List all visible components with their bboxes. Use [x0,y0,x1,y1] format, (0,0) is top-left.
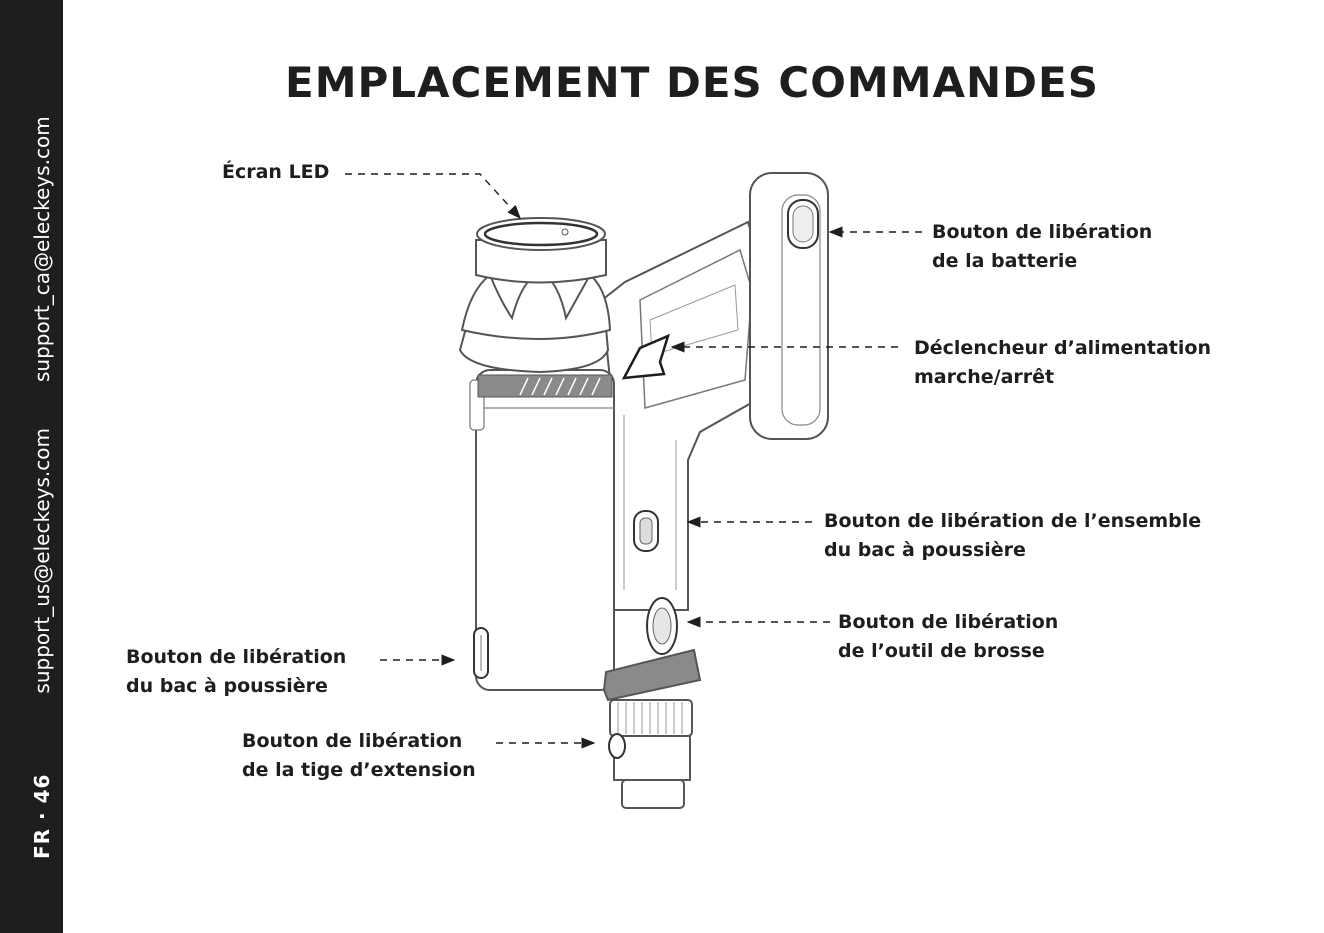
callout-extension-rod-release: Bouton de libération de la tige d’extens… [242,730,476,781]
callout-battery-release: Bouton de libération de la batterie [932,221,1153,272]
callout-dust-assembly-release: Bouton de libération de l’ensemble du ba… [824,510,1202,561]
handle [600,172,829,611]
page-title: EMPLACEMENT DES COMMANDES [285,58,1099,107]
leader-led [345,173,521,220]
callout-led-screen: Écran LED [222,161,330,183]
extension-rod-button [608,733,626,759]
cyclone-shroud [458,217,612,374]
page-sidebar: FR · 46 support_us@eleckeys.com support_… [0,0,63,933]
power-trigger-shape [621,333,670,380]
dust-bin [469,369,615,691]
cyclone-band [477,374,613,398]
extension-connector [602,648,702,809]
callout-brush-tool-release: Bouton de libération de l’outil de bross… [838,611,1059,662]
callout-power-trigger: Déclencheur d’alimentation marche/arrêt [914,337,1211,388]
callout-dust-bin-release: Bouton de libération du bac à poussière [126,646,347,697]
